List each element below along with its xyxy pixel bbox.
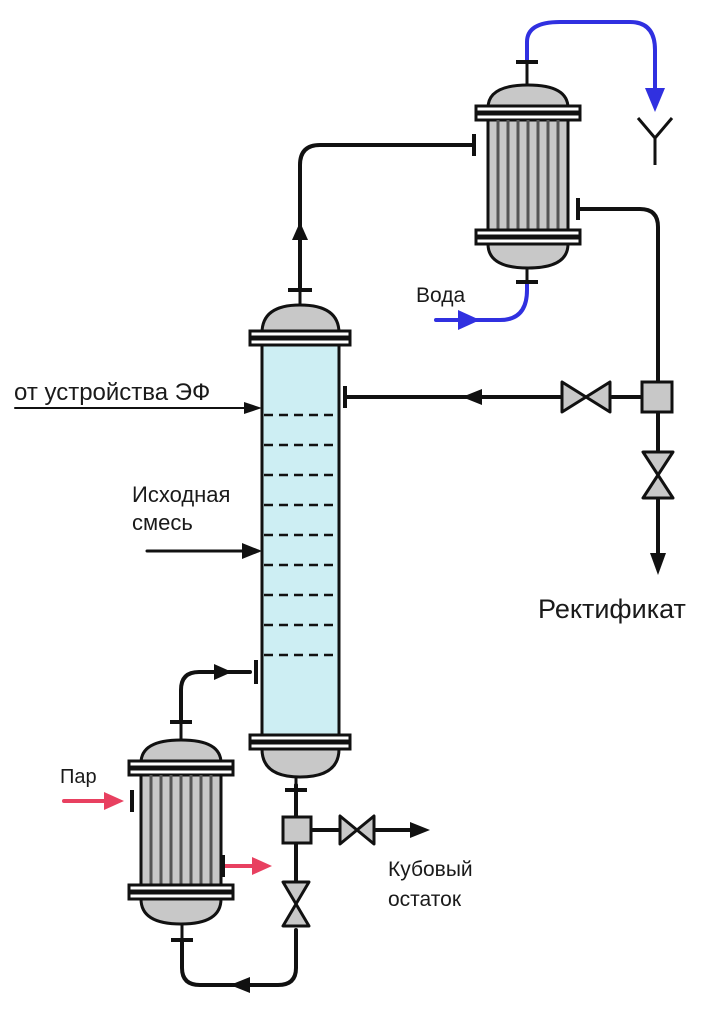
steam-arrows — [104, 792, 272, 875]
condenser-bottom-head — [486, 242, 570, 270]
distillation-column — [248, 288, 352, 792]
column-shell — [260, 343, 341, 737]
bottoms-arrow — [410, 822, 430, 838]
distillate-arrow — [650, 553, 666, 575]
column-top-head — [260, 303, 341, 335]
ef-arrow — [244, 402, 262, 414]
steam-in-arrow — [104, 792, 124, 810]
rectifikat-label: Ректификат — [538, 594, 686, 624]
steam-out-arrow — [252, 857, 272, 875]
reboiler — [127, 720, 235, 942]
feed-label-line2: смесь — [132, 510, 193, 535]
column-nozzles — [254, 386, 347, 684]
condenser-tubes — [496, 120, 560, 230]
recirc-arrow — [230, 977, 250, 993]
feed-label-line1: Исходная — [132, 482, 230, 507]
column-trays — [264, 413, 337, 657]
reboiler-tubes — [149, 775, 213, 885]
condenser-top-head — [486, 83, 570, 110]
distillate-valve — [641, 450, 675, 500]
valve-icon — [281, 380, 675, 928]
reboiler-arrow — [214, 664, 232, 680]
flow-arrows — [214, 222, 666, 993]
bottoms-label-line2: остаток — [388, 888, 462, 911]
water-arrows — [458, 88, 665, 330]
water-out — [525, 20, 657, 94]
reflux-arrow — [462, 389, 482, 405]
water-in-arrow — [458, 310, 480, 330]
bottoms-valve — [338, 814, 376, 846]
reboiler-bottom-head — [139, 897, 223, 926]
condenser — [472, 60, 582, 284]
piping — [14, 143, 660, 987]
column-bottom-head — [260, 747, 341, 779]
water-out-arrow — [645, 88, 665, 112]
drain-funnel-icon — [636, 117, 674, 165]
vapor-arrow — [292, 222, 308, 240]
recirc-valve — [281, 880, 311, 928]
reboiler-top-head — [139, 738, 223, 765]
cooling-water — [434, 20, 657, 322]
steam-label: Пар — [60, 766, 97, 788]
reboiler-vapor — [179, 670, 252, 724]
labels: Вода от устройства ЭФ Исходная смесь Рек… — [14, 284, 686, 911]
water-in — [434, 280, 529, 322]
vapor-line — [298, 143, 474, 292]
water-label: Вода — [416, 284, 465, 307]
condensate-line — [578, 207, 660, 385]
distillate-splitter — [640, 380, 674, 414]
bottoms-splitter — [281, 815, 313, 845]
recirc-down — [180, 928, 298, 987]
bottoms-label-line1: Кубовый — [388, 858, 473, 881]
ef-device-label: от устройства ЭФ — [14, 379, 210, 406]
reflux-valve — [560, 380, 612, 414]
feed-arrow — [242, 543, 262, 559]
